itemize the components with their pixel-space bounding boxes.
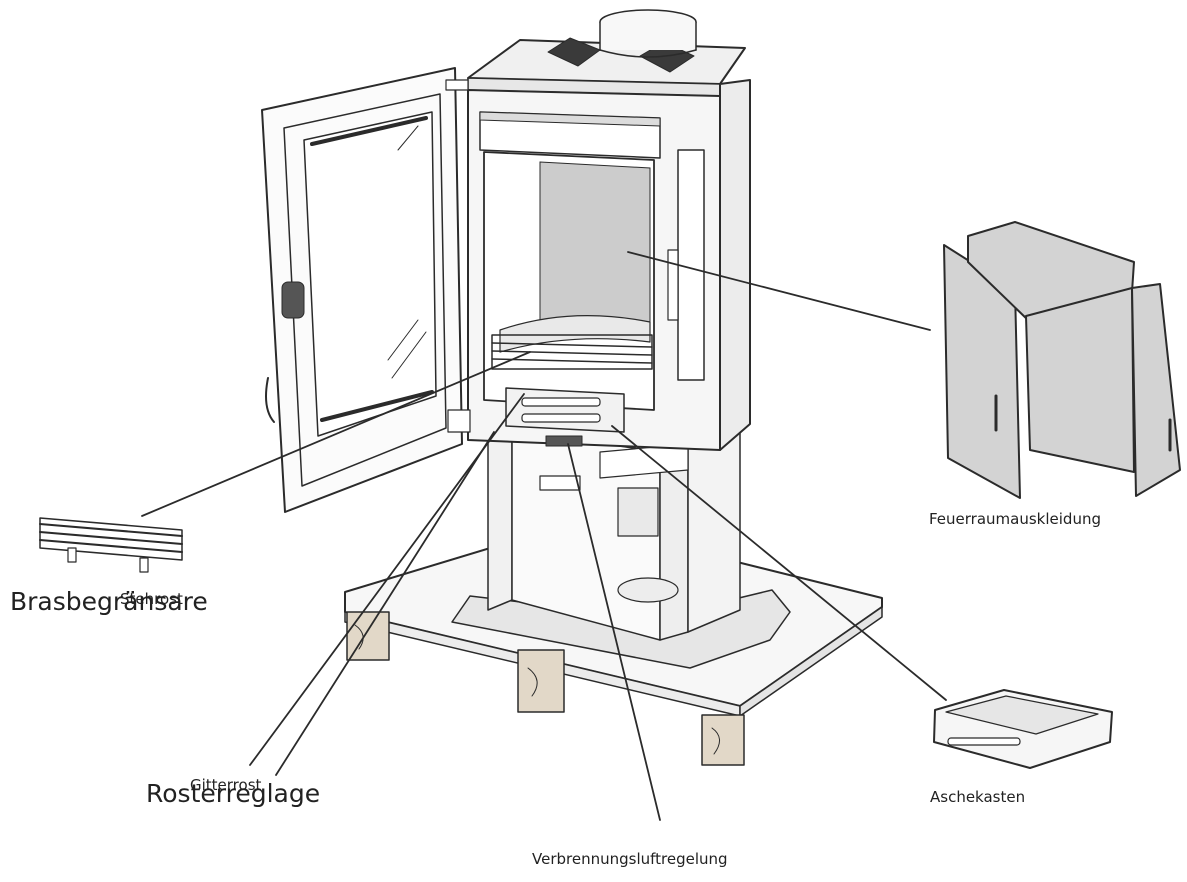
label-aschekasten: Aschekasten (930, 788, 1025, 806)
label-stehrost: Stehrost (120, 590, 183, 608)
label-gitterrost: Gitterrost (190, 776, 262, 794)
label-verbrennungsluftregelung: Verbrennungsluftregelung (532, 850, 728, 868)
label-brasbegransare: Brasbegränsare (10, 587, 208, 616)
stove-door (261, 67, 471, 513)
firebox-liner-inset (539, 161, 651, 339)
labels: Feuerraumauskleidung Stehrost Brasbegrän… (10, 510, 1101, 868)
aschekasten-part (933, 689, 1113, 769)
stove-stand (487, 427, 741, 641)
leader-lines (141, 251, 947, 821)
label-feuerraumauskleidung: Feuerraumauskleidung (929, 510, 1101, 528)
stove-body (467, 9, 751, 451)
label-rosterreglage: Rosterreglage (146, 779, 320, 808)
stehrost-part (39, 517, 183, 573)
feuerraumauskleidung-part (943, 221, 1181, 499)
